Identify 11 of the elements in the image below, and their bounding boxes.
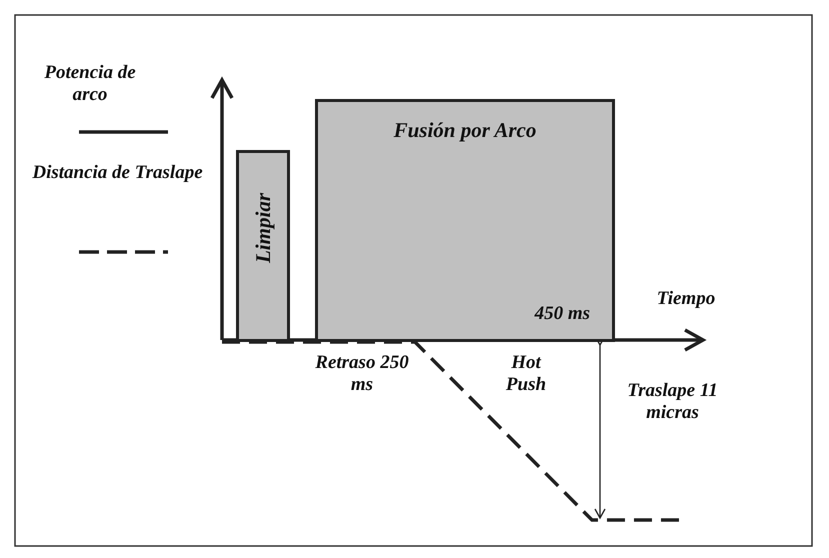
legend-label: Potencia de arco — [43, 62, 137, 106]
cleaning-pulse-box — [236, 150, 290, 342]
arc-fusion-box — [315, 99, 615, 342]
box-title: Fusión por Arco — [392, 118, 538, 142]
overlap-label: Traslape 11 micras — [626, 380, 719, 424]
legend-label: Distancia de Traslape — [31, 162, 204, 184]
duration-label: 450 ms — [534, 303, 590, 325]
axis-label: Tiempo — [656, 288, 716, 310]
vertical-label: Limpiar — [251, 193, 276, 264]
delay-label: Retraso 250 ms — [314, 352, 410, 396]
phase-label: Hot Push — [504, 352, 548, 396]
